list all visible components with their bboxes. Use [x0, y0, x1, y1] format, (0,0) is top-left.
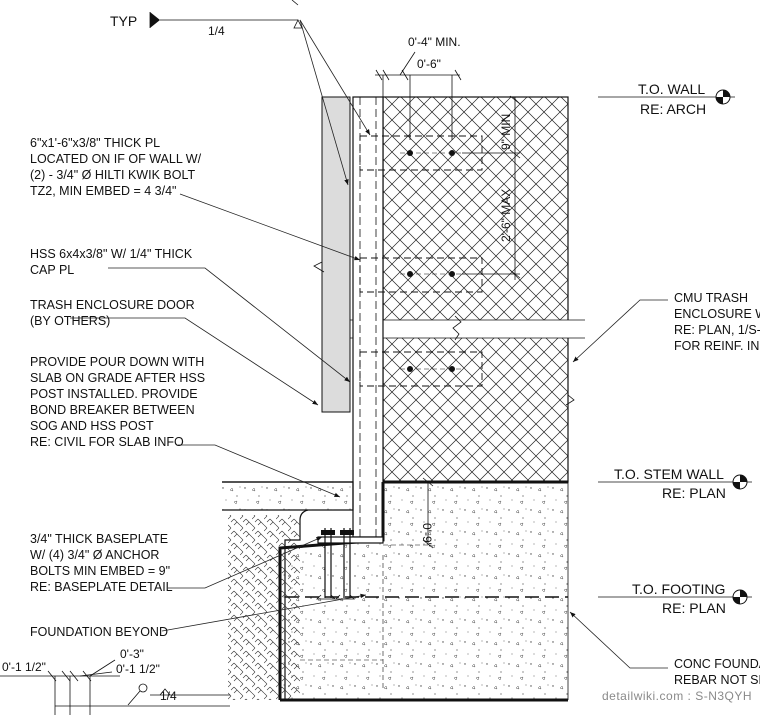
level-to-footing: T.O. FOOTING: [632, 581, 725, 597]
baseplate-note-line3: BOLTS MIN EMBED = 9": [30, 564, 170, 578]
cmu-note-line4: FOR REINF. INF: [674, 339, 760, 353]
level-to-stem-wall: T.O. STEM WALL: [614, 466, 724, 482]
weld-bottom-label: 1/4: [160, 689, 177, 703]
pour-note-line2: SLAB ON GRADE AFTER HSS: [30, 371, 205, 385]
pour-note-line3: POST INSTALLED. PROVIDE: [30, 387, 198, 401]
dim-4-min: 0'-4" MIN.: [408, 35, 461, 49]
pour-note-line4: BOND BREAKER BETWEEN: [30, 403, 195, 417]
conc-note-line1: CONC FOUNDA: [674, 657, 760, 671]
plate-note-line2: LOCATED ON IF OF WALL W/: [30, 152, 202, 166]
dim-2-6-max: 2'-6" MAX: [499, 189, 513, 242]
conc-note-line2: REBAR NOT SH: [674, 673, 760, 687]
level-to-footing-ref: RE: PLAN: [662, 600, 726, 616]
cmu-wall: [340, 96, 585, 483]
dim-6: 0'-6": [417, 57, 441, 71]
baseplate-note-line2: W/ (4) 3/4" Ø ANCHOR: [30, 548, 159, 562]
dim-1-5-left: 0'-1 1/2": [2, 660, 46, 674]
leader-lines: [70, 19, 668, 669]
pour-note-line5: SOG AND HSS POST: [30, 419, 154, 433]
hss-note-line2: CAP PL: [30, 263, 74, 277]
typ-label: TYP: [110, 13, 137, 29]
pour-note-line6: RE: CIVIL FOR SLAB INFO: [30, 435, 184, 449]
cmu-note-line1: CMU TRASH: [674, 291, 748, 305]
baseplate-note-line1: 3/4" THICK BASEPLATE: [30, 532, 168, 546]
hss-note-line1: HSS 6x4x3/8" W/ 1/4" THICK: [30, 247, 193, 261]
dim-9-min: 9" MIN: [499, 114, 513, 150]
dim-9: 0'-9": [420, 523, 434, 547]
foundation-beyond-note: FOUNDATION BEYOND: [30, 625, 168, 639]
door-note-line2: (BY OTHERS): [30, 314, 110, 328]
cmu-note-line3: RE: PLAN, 1/S-6: [674, 323, 760, 337]
plate-note-line1: 6"x1'-6"x3/8" THICK PL: [30, 136, 160, 150]
hss-post: [352, 96, 384, 538]
dimension-lines: [0, 0, 521, 715]
cmu-note-line2: ENCLOSURE W: [674, 307, 760, 321]
level-to-wall: T.O. WALL: [638, 81, 705, 97]
dim-3: 0'-3": [120, 647, 144, 661]
level-markers: [598, 89, 752, 605]
level-to-wall-ref: RE: ARCH: [640, 101, 706, 117]
watermark: detailwiki.com : S-N3QYH: [602, 689, 752, 703]
pour-note-line1: PROVIDE POUR DOWN WITH: [30, 355, 204, 369]
level-to-stem-wall-ref: RE: PLAN: [662, 485, 726, 501]
plate-note-line3: (2) - 3/4" Ø HILTI KWIK BOLT: [30, 168, 195, 182]
plate-note-line4: TZ2, MIN EMBED = 4 3/4": [30, 184, 177, 198]
annotations: TYP 1/4 0'-4" MIN. 0'-6" 9" MIN 2'-6" MA…: [2, 13, 760, 703]
baseplate-note-line4: RE: BASEPLATE DETAIL: [30, 580, 173, 594]
concrete-foundation: [278, 480, 569, 702]
door-note-line1: TRASH ENCLOSURE DOOR: [30, 298, 195, 312]
dim-1-5-right: 0'-1 1/2": [116, 662, 160, 676]
weld-top-label: 1/4: [208, 24, 225, 38]
